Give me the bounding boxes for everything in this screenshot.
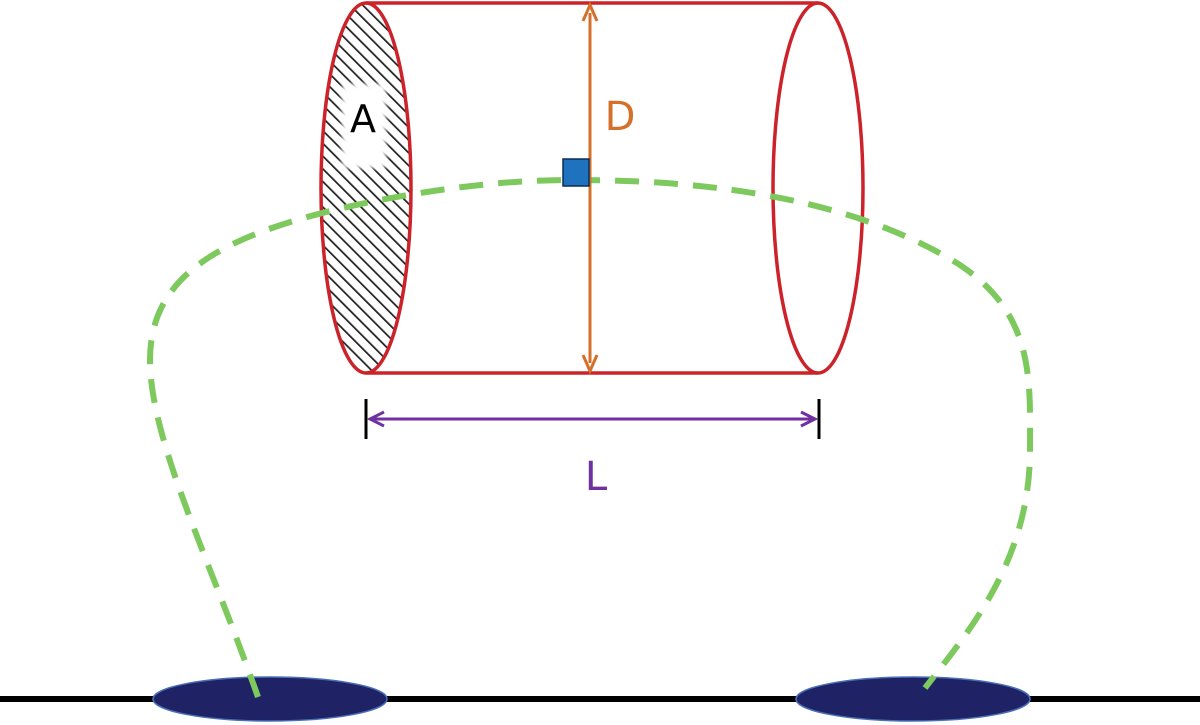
magnetic-field-line <box>146 176 1034 698</box>
diameter-arrowhead-top <box>581 1 599 22</box>
right-footpoint <box>795 676 1031 722</box>
left-footpoint <box>152 676 388 722</box>
center-marker <box>562 158 590 187</box>
length-label: L <box>585 454 608 500</box>
length-arrowhead-left <box>366 410 385 428</box>
cylinder-left-end <box>319 1 413 375</box>
area-label-background <box>342 84 386 168</box>
diameter-arrowhead-bottom <box>581 354 599 375</box>
cylinder-right-end <box>771 1 865 375</box>
length-arrowhead-right <box>800 410 819 428</box>
area-label: A <box>350 97 376 141</box>
diameter-label: D <box>605 94 636 140</box>
